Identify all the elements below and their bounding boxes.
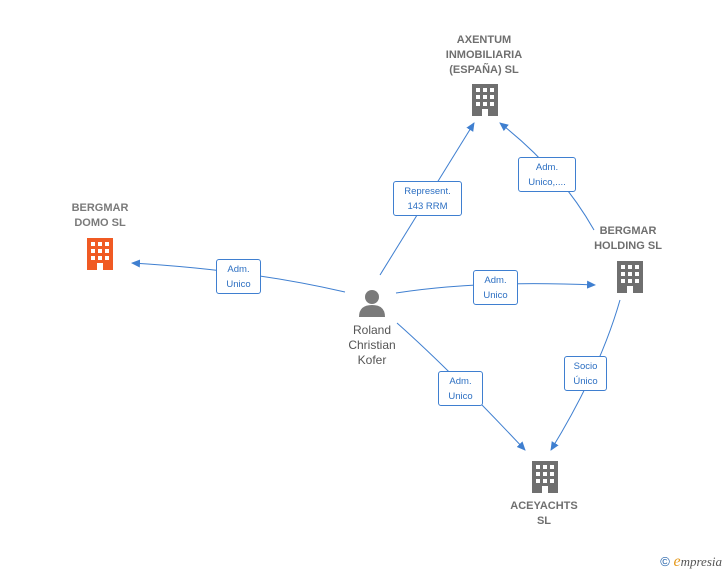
node-label-axentum[interactable]: AXENTUM INMOBILIARIA (ESPAÑA) SL	[445, 34, 523, 76]
node-label-bergmar-domo[interactable]: BERGMAR DOMO SL	[71, 202, 129, 229]
edge-label-roland-axentum: Represent. 143 RRM	[393, 181, 462, 216]
edge-label-holding-axentum: Adm. Unico,....	[518, 157, 576, 192]
node-label-bergmar-holding[interactable]: BERGMAR HOLDING SL	[594, 225, 662, 252]
building-icon-bergmar-domo	[87, 238, 113, 270]
person-icon-roland	[359, 290, 385, 317]
brand-rest: mpresia	[680, 554, 722, 569]
building-icon-aceyachts	[532, 461, 558, 493]
edge-label-roland-holding: Adm. Unico	[473, 270, 518, 305]
brand-first-letter: e	[673, 553, 681, 570]
edge-label-holding-aceyachts: Socio Único	[564, 356, 607, 391]
copyright-footer: © empresia	[660, 553, 722, 571]
edge-label-roland-domo: Adm. Unico	[216, 259, 261, 294]
node-label-roland[interactable]: Roland Christian Kofer	[348, 323, 396, 367]
copyright-symbol: ©	[660, 554, 670, 569]
building-icon-axentum	[472, 84, 498, 116]
node-label-aceyachts[interactable]: ACEYACHTS SL	[510, 500, 578, 527]
edge-label-roland-aceyachts: Adm. Unico	[438, 371, 483, 406]
empresia-logo: empresia	[673, 553, 722, 570]
building-icon-bergmar-holding	[617, 261, 643, 293]
